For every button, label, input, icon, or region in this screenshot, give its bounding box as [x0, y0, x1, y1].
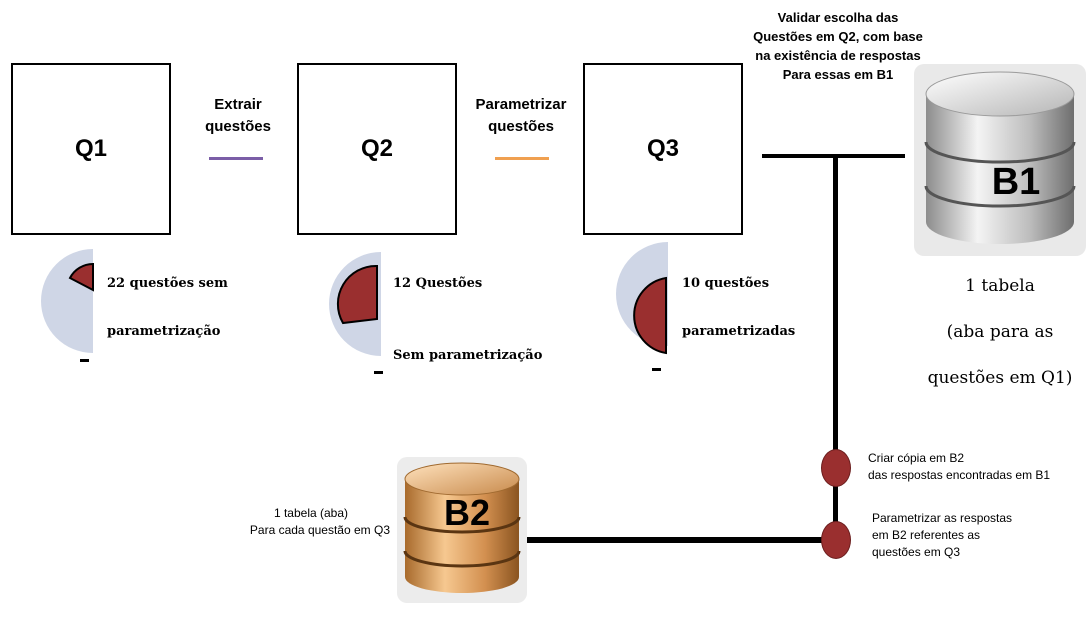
- validate-note: Validar escolha das Questões em Q2, com …: [750, 8, 926, 84]
- pie-q3-text2: parametrizadas: [682, 324, 796, 339]
- step-copy-text: Criar cópia em B2 das respostas encontra…: [868, 450, 1050, 484]
- pie-q1-text2: parametrização: [107, 324, 221, 339]
- box-q3-label: Q3: [646, 135, 679, 162]
- database-b2-icon: B2: [397, 457, 527, 603]
- box-q2: Q2: [297, 63, 457, 235]
- pie-q3-minus: [652, 368, 661, 371]
- step-copy-line2: das respostas encontradas em B1: [868, 468, 1051, 482]
- b2-note: 1 tabela (aba) Para cada questão em Q3: [222, 505, 390, 539]
- pie-q3-text1: 10 questões: [682, 276, 770, 291]
- step-parametrize-line1: Parametrizar as respostas: [872, 511, 1013, 525]
- arrow-label-extract: Extrair questões: [205, 96, 271, 135]
- box-q2-label: Q2: [360, 135, 393, 162]
- b1-note-line3: questões em Q1): [927, 368, 1073, 388]
- arrow-label-parametrize: Parametrizar questões: [475, 96, 567, 135]
- database-b2-label: B2: [444, 492, 490, 533]
- connector-horizontal-bottom: [521, 537, 837, 543]
- pie-q1-text1: 22 questões sem: [107, 276, 228, 291]
- pie-chart-q2: [329, 252, 381, 356]
- pie-chart-q1: [41, 249, 94, 353]
- pie-q2-minus: [374, 371, 383, 374]
- database-b1-label: B1: [992, 161, 1041, 203]
- b2-note-line2: Para cada questão em Q3: [249, 523, 390, 537]
- pie-q1-minus: [80, 359, 89, 362]
- pie-q2-text1: 12 Questões: [393, 276, 483, 291]
- validate-note-text: Validar escolha das Questões em Q2, com …: [753, 10, 923, 82]
- step-parametrize-line2: em B2 referentes as: [872, 528, 981, 542]
- b1-note-line2: (aba para as: [946, 322, 1054, 342]
- b2-note-line1: 1 tabela (aba): [273, 506, 349, 520]
- step-parametrize-text: Parametrizar as respostas em B2 referent…: [872, 510, 1012, 561]
- pie-q2-text2: Sem parametrização: [393, 348, 543, 363]
- box-q1-label: Q1: [74, 135, 107, 162]
- box-q1: Q1: [11, 63, 171, 235]
- arrow-line-parametrize: [495, 157, 549, 160]
- arrow-line-extract: [209, 157, 263, 160]
- database-b1-icon: B1: [914, 64, 1086, 256]
- step-dot-copy: [821, 449, 851, 487]
- pie-chart-q3: [616, 242, 668, 355]
- connector-vertical: [833, 156, 838, 541]
- box-q3: Q3: [583, 63, 743, 235]
- step-parametrize-line3: questões em Q3: [872, 545, 961, 559]
- step-dot-parametrize: [821, 521, 851, 559]
- b1-note-line1: 1 tabela: [965, 276, 1035, 296]
- step-copy-line1: Criar cópia em B2: [868, 451, 965, 465]
